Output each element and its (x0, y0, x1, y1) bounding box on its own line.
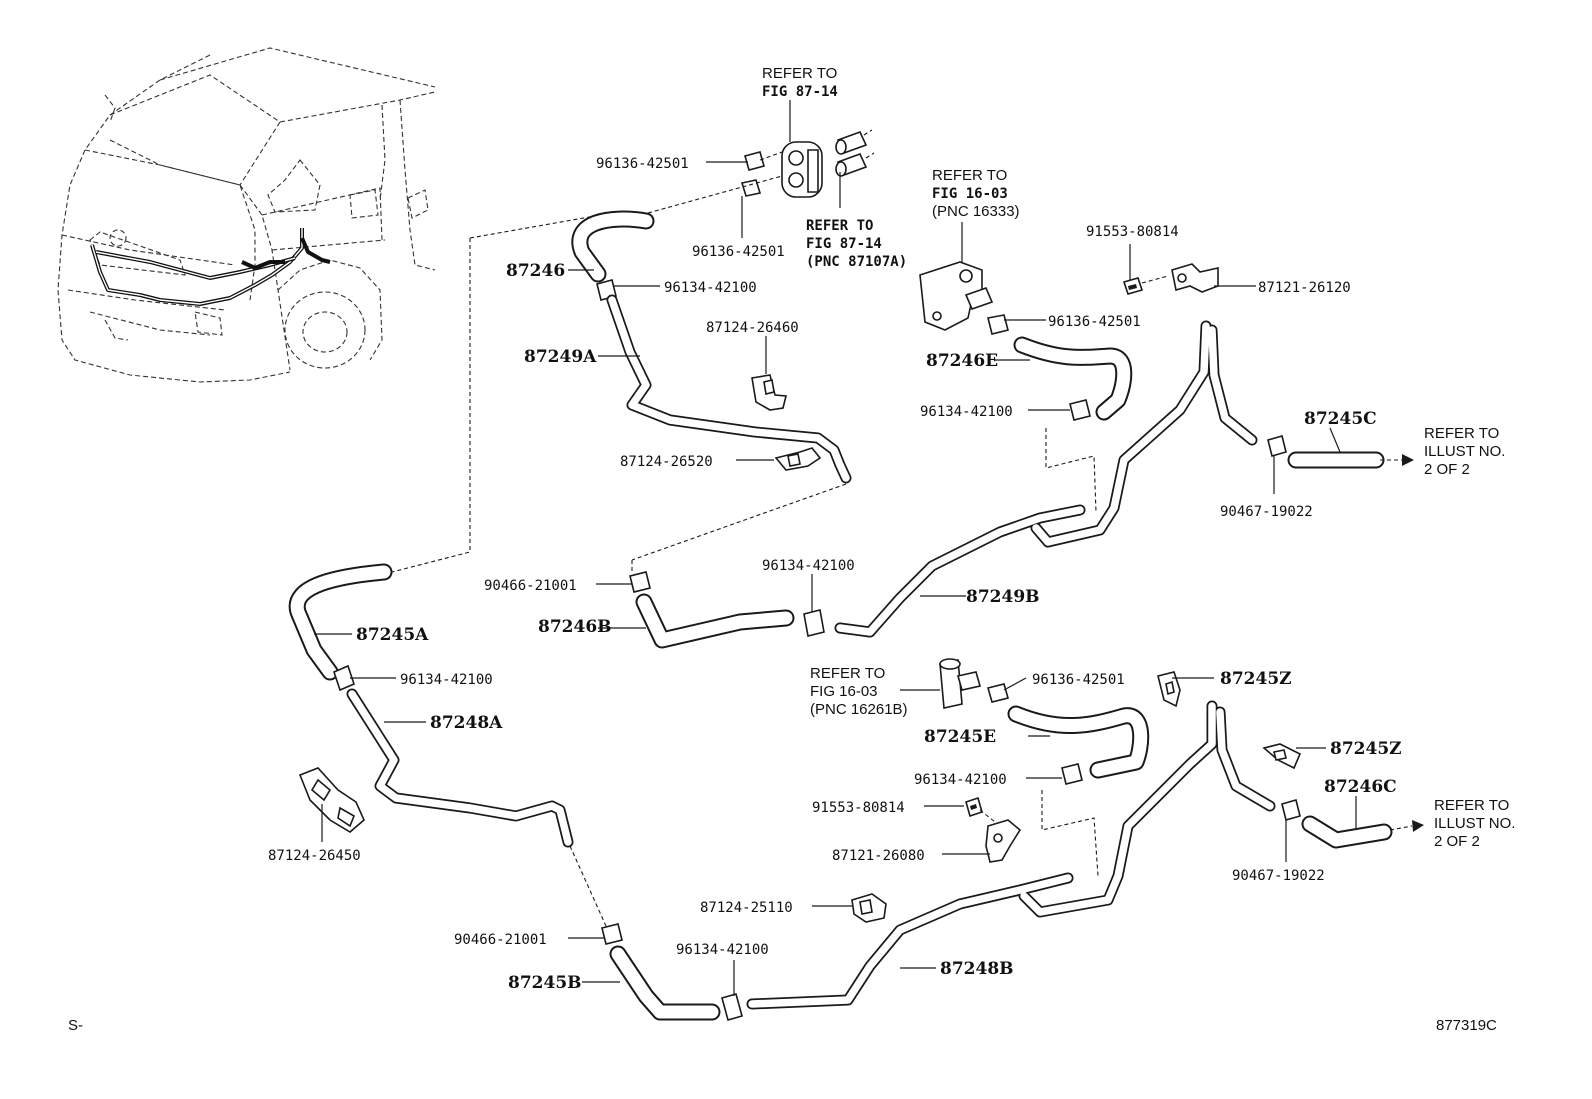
label-87245E: 87245E (924, 727, 996, 747)
ref-16-03-top-line-3: (PNC 16333) (932, 203, 1020, 220)
label-87124-25110: 87124-25110 (700, 900, 793, 916)
label-87249A: 87249A (524, 347, 597, 367)
ref-illust-a-line-1: REFER TO (1424, 425, 1499, 442)
ref-87-14-mid-line-2: FIG 87-14 (806, 236, 882, 252)
label-87121-26120: 87121-26120 (1258, 280, 1351, 296)
label-90466-21001-b: 90466-21001 (454, 932, 547, 948)
clamp-96134-42100-c (803, 609, 825, 637)
label-96134-42100-e: 96134-42100 (914, 772, 1007, 788)
fitting-16-03-pnc-16261B (939, 658, 982, 709)
label-96136-42501-a: 96136-42501 (596, 156, 689, 172)
bolt-91553-80814-b (965, 796, 983, 818)
label-96136-42501-d: 96136-42501 (1032, 672, 1125, 688)
clamp-96136-42501-d (987, 683, 1009, 703)
tube-87249B (834, 320, 1258, 638)
clamp-96134-42100-e (1061, 763, 1083, 785)
label-91553-80814-b: 91553-80814 (812, 800, 905, 816)
clip-87245Z-b (1262, 743, 1302, 770)
label-87248A: 87248A (430, 713, 503, 733)
label-87121-26080: 87121-26080 (832, 848, 925, 864)
clamp-96134-42100-d (333, 664, 355, 692)
ref-87-14-mid-line-1: REFER TO (806, 218, 873, 234)
ref-illust-a-line-2: ILLUST NO. (1424, 443, 1505, 460)
ref-illust-b-line-2: ILLUST NO. (1434, 815, 1515, 832)
label-96136-42501-c: 96136-42501 (1048, 314, 1141, 330)
label-87245B: 87245B (508, 973, 582, 993)
label-87245Z-a: 87245Z (1220, 669, 1292, 689)
right-arrow-icon (1380, 454, 1414, 466)
leader-lines (314, 100, 1357, 996)
clamp-90467-19022-b (1281, 799, 1301, 821)
clip-87124-26460 (751, 374, 788, 411)
ref-16-03-top-line-1: REFER TO (932, 167, 1007, 184)
ref-illust-b-line-1: REFER TO (1434, 797, 1509, 814)
clamp-96136-42501-top (740, 151, 765, 197)
clamp-96134-42100-b (1069, 399, 1091, 421)
clip-87245Z-a (1157, 671, 1181, 708)
label-96134-42100-f: 96134-42100 (676, 942, 769, 958)
van-illustration (57, 47, 436, 383)
label-87248B: 87248B (940, 959, 1014, 979)
label-96134-42100-c: 96134-42100 (762, 558, 855, 574)
corner-code-right: 877319C (1436, 1017, 1497, 1034)
right-arrow-icon (1389, 820, 1424, 832)
pipe-stubs-87107A (835, 129, 875, 177)
label-96134-42100-d: 96134-42100 (400, 672, 493, 688)
bracket-87121-26080 (985, 819, 1022, 863)
clamp-90467-19022-a (1267, 435, 1287, 457)
label-90466-21001-a: 90466-21001 (484, 578, 577, 594)
label-90467-19022-a: 90467-19022 (1220, 504, 1313, 520)
clip-87124-26520 (774, 447, 822, 471)
ref-illust-a-line-3: 2 OF 2 (1424, 461, 1470, 478)
label-87124-26450: 87124-26450 (268, 848, 361, 864)
label-90467-19022-b: 90467-19022 (1232, 868, 1325, 884)
label-87246B: 87246B (538, 617, 612, 637)
ref-illust-b-line-3: 2 OF 2 (1434, 833, 1480, 850)
label-91553-80814-a: 91553-80814 (1086, 224, 1179, 240)
clamp-90466-21001-a (629, 571, 651, 593)
clamp-96134-42100-f (721, 993, 743, 1021)
label-87246E: 87246E (926, 351, 998, 371)
ref-16-03-top-line-2: FIG 16-03 (932, 186, 1008, 202)
label-87124-26460: 87124-26460 (706, 320, 799, 336)
ref-16-03-mid-line-1: REFER TO (810, 665, 885, 682)
clamp-96136-42501-c (987, 314, 1009, 335)
label-96134-42100-b: 96134-42100 (920, 404, 1013, 420)
label-87249B: 87249B (966, 587, 1040, 607)
label-87245Z-b: 87245Z (1330, 739, 1402, 759)
clip-87124-25110 (851, 893, 887, 923)
bolt-91553-80814-a (1122, 277, 1144, 295)
ref-87-14-top-line-1: REFER TO (762, 65, 837, 82)
bracket-87-14 (781, 141, 823, 198)
label-96134-42100-a: 96134-42100 (664, 280, 757, 296)
ref-87-14-top-line-2: FIG 87-14 (762, 84, 838, 100)
clamp-90466-21001-b (601, 923, 623, 945)
label-96136-42501-b: 96136-42501 (692, 244, 785, 260)
label-87246C: 87246C (1324, 777, 1397, 797)
corner-code-left: S- (68, 1017, 83, 1034)
label-87245A: 87245A (356, 625, 429, 645)
label-87246: 87246 (506, 261, 565, 281)
clip-87124-26450 (298, 767, 365, 833)
label-87124-26520: 87124-26520 (620, 454, 713, 470)
label-87245C: 87245C (1304, 409, 1377, 429)
bracket-87121-26120 (1171, 263, 1219, 293)
bracket-16-03-pnc-16333 (919, 261, 994, 331)
ref-16-03-mid-line-2: FIG 16-03 (810, 683, 878, 700)
ref-16-03-mid-line-3: (PNC 16261B) (810, 701, 908, 718)
ref-87-14-mid-line-3: (PNC 87107A) (806, 254, 907, 270)
